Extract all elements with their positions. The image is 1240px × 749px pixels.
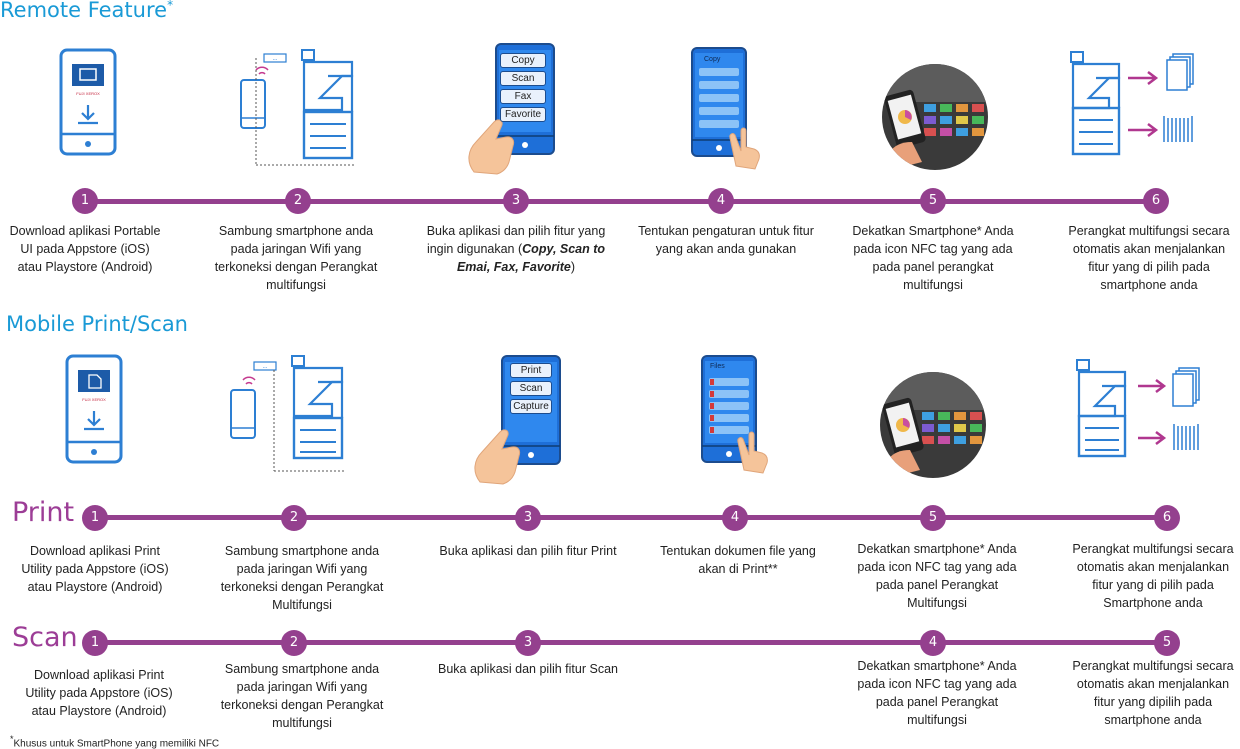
remote-step-3-marker: 3 (503, 188, 529, 214)
printer-output-icon (1070, 51, 1194, 156)
scan-step-3-marker: 3 (515, 630, 541, 656)
nfc-panel-icon-2 (880, 372, 986, 478)
wifi-printer-icon: ... (240, 49, 356, 166)
remote-timeline (82, 199, 1158, 204)
menu-item-copy: Copy (500, 53, 546, 68)
download-app-icon: FUJI XEROX (59, 48, 117, 156)
files-header: Files (710, 363, 725, 370)
print-step-1-marker: 1 (82, 505, 108, 531)
scan-timeline (94, 640, 1168, 645)
print-step-5-marker: 5 (920, 505, 946, 531)
printer-output-icon-2 (1076, 359, 1200, 458)
menu-item-scan-2: Scan (510, 381, 552, 396)
remote-step-4-marker: 4 (708, 188, 734, 214)
print-step-3-marker: 3 (515, 505, 541, 531)
menu-item-capture: Capture (510, 399, 552, 414)
scan-step-2-marker: 2 (281, 630, 307, 656)
menu-item-scan: Scan (500, 71, 546, 86)
print-step-4-marker: 4 (722, 505, 748, 531)
remote-step-3-text: Buka aplikasi dan pilih fitur yang ingin… (426, 224, 606, 274)
nfc-footnote: *Khusus untuk SmartPhone yang memiliki N… (10, 734, 220, 749)
print-step-3-text: Buka aplikasi dan pilih fitur Print (439, 544, 617, 558)
scan-step-1-marker: 1 (82, 630, 108, 656)
nfc-panel-icon (882, 64, 988, 170)
remote-menu-list: Copy Scan Fax Favorite (500, 53, 546, 122)
print-timeline (94, 515, 1170, 520)
print-step-6-marker: 6 (1154, 505, 1180, 531)
svg-text:...: ... (262, 364, 267, 370)
scan-step-3-text: Buka aplikasi dan pilih fitur Scan (438, 662, 618, 676)
fuji-xerox-logo-text: FUJI XEROX (76, 91, 100, 96)
print-step-2-marker: 2 (281, 505, 307, 531)
remote-step-5-marker: 5 (920, 188, 946, 214)
menu-item-favorite: Favorite (500, 107, 546, 122)
remote-step-6-marker: 6 (1143, 188, 1169, 214)
remote-feature-title: Remote Feature* (0, 0, 174, 22)
remote-step-2-marker: 2 (285, 188, 311, 214)
print-row-label: Print (12, 497, 75, 528)
scan-step-5-marker: 5 (1154, 630, 1180, 656)
mobile-print-scan-title: Mobile Print/Scan (6, 312, 188, 336)
remote-step-1-marker: 1 (72, 188, 98, 214)
scan-row-label: Scan (12, 622, 78, 653)
mobile-menu-list: Print Scan Capture (510, 363, 552, 414)
svg-text:FUJI XEROX: FUJI XEROX (82, 397, 106, 402)
download-print-utility-icon: FUJI XEROX (65, 354, 123, 464)
wifi-printer-icon-2: ... (230, 355, 346, 472)
file-list-phone-icon (701, 355, 768, 474)
scan-step-4-marker: 4 (920, 630, 946, 656)
settings-header: Copy (704, 56, 721, 63)
svg-text:...: ... (272, 56, 277, 62)
menu-item-fax: Fax (500, 89, 546, 104)
menu-item-print: Print (510, 363, 552, 378)
settings-phone-icon (691, 47, 760, 170)
